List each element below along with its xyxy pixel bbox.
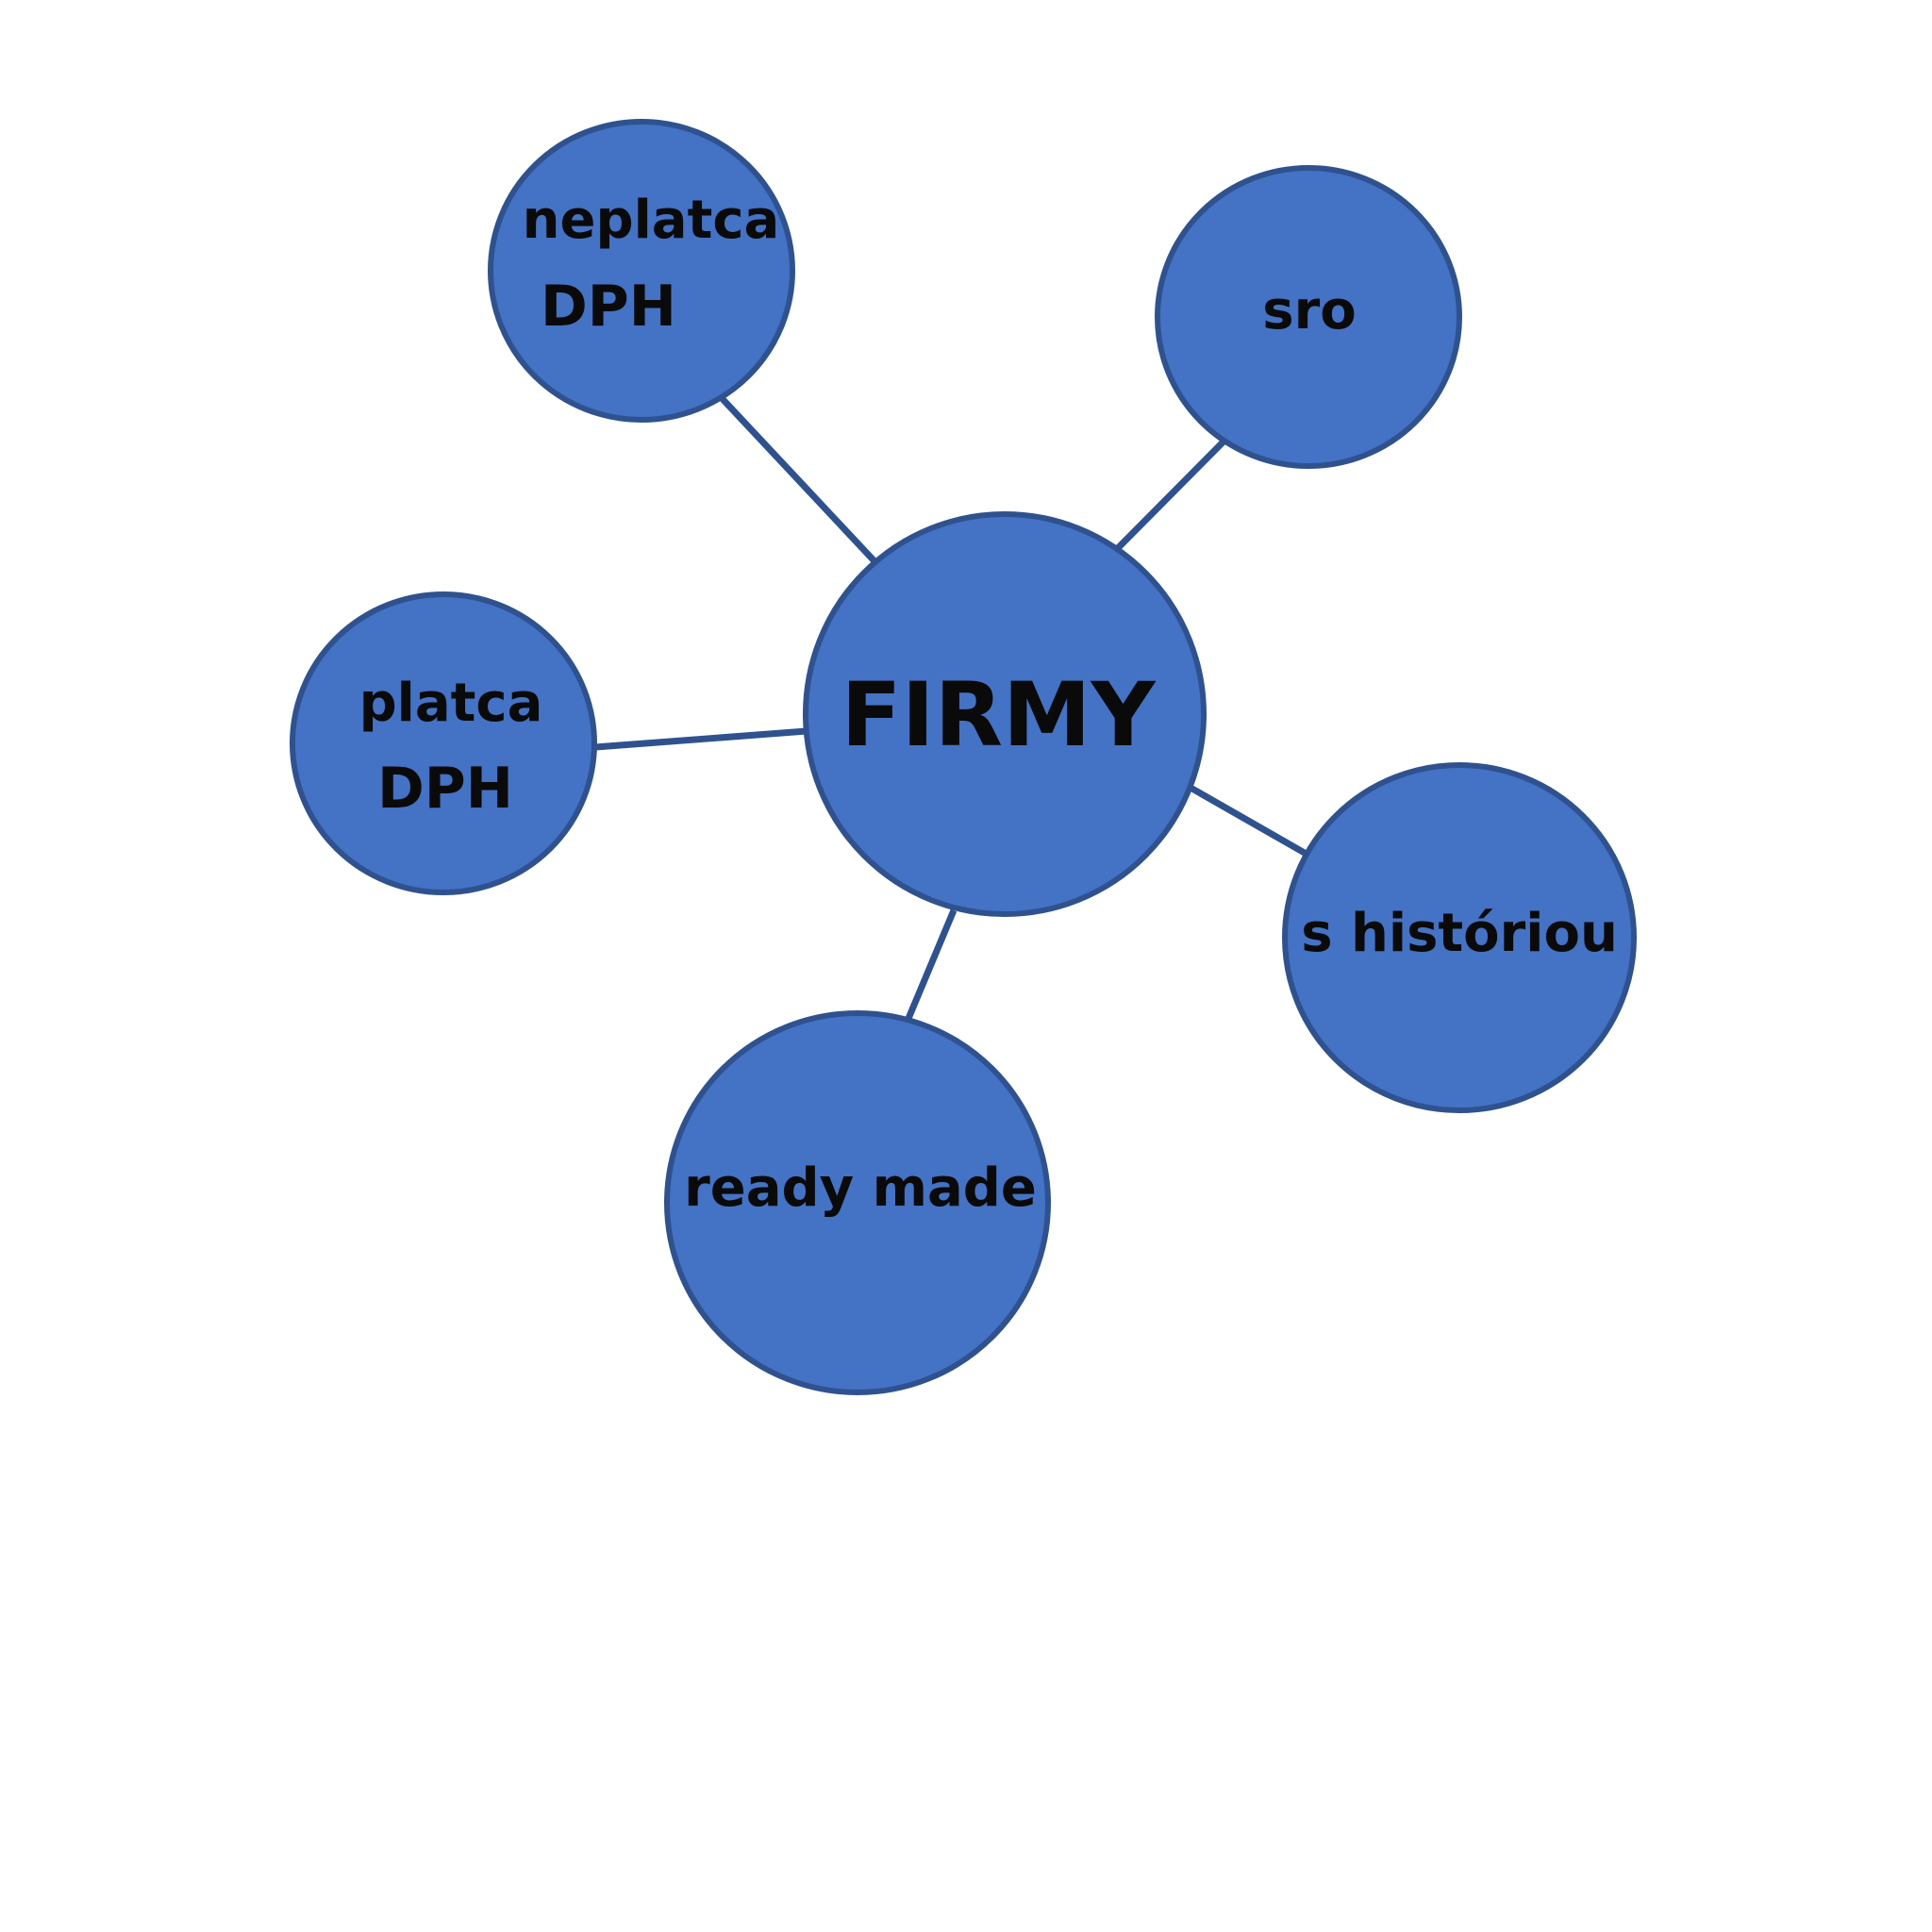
- node-label-line: DPH: [377, 756, 513, 822]
- node-s-historiou: s históriou: [1282, 762, 1637, 1113]
- node-circle: [664, 1010, 1051, 1395]
- node-label-line: platca: [359, 673, 543, 734]
- edge-center-sro: [1115, 436, 1229, 551]
- node-circle: [1155, 165, 1462, 469]
- node-label-line: s históriou: [1301, 903, 1618, 964]
- edge-center-historiou: [1189, 784, 1311, 859]
- node-label-line: sro: [1262, 280, 1356, 341]
- node-label-line: ready made: [684, 1158, 1037, 1219]
- node-platca-dph: platca DPH: [290, 591, 597, 895]
- center-node: FIRMY: [803, 511, 1207, 917]
- center-node-label: FIRMY: [841, 664, 1156, 767]
- node-circle: [290, 591, 597, 895]
- edge-center-ready: [904, 908, 958, 1023]
- edge-center-platca: [594, 727, 808, 751]
- node-label-line: neplatca: [523, 190, 780, 251]
- edge-center-neplatca: [719, 395, 878, 565]
- node-label-line: DPH: [541, 274, 676, 340]
- center-node-circle: [803, 511, 1207, 917]
- edges: [594, 395, 1311, 1023]
- node-sro: sro: [1155, 165, 1462, 469]
- node-ready-made: ready made: [664, 1010, 1051, 1395]
- node-neplatca-dph: neplatca DPH: [488, 119, 795, 423]
- node-circle: [1282, 762, 1637, 1113]
- node-circle: [488, 119, 795, 423]
